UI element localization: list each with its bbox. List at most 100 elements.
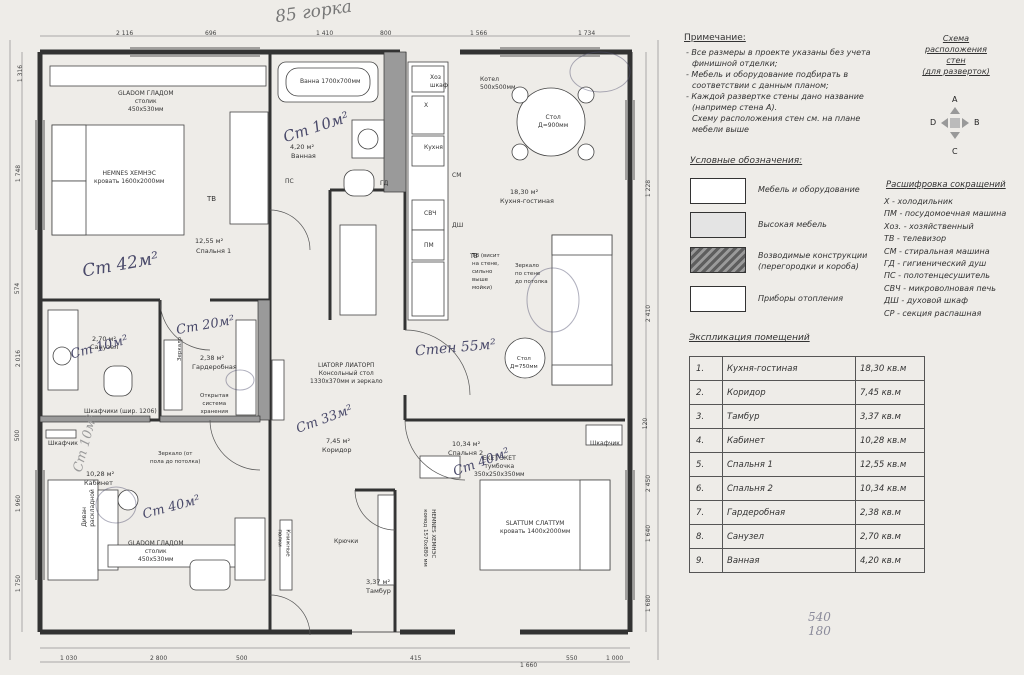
legend-swatch-constructions [690,247,746,273]
dsh-label: ДШ [452,222,464,229]
room-vestibule-name: Тамбур [366,587,391,595]
dim-left-3: 574 [14,282,22,295]
note-line: соответствии с данным планом; [692,81,829,90]
row-num: 5. [689,452,723,477]
sm-label: СМ [452,172,462,179]
compass-c: C [952,147,958,156]
row-num: 4. [689,428,723,453]
room-bedroom1-name: Спальня 1 [196,247,232,255]
room-kitchen-area: 18,30 м² [510,188,539,196]
wc-cabinet-label: Шкафчики (шир. 1206) [84,408,157,415]
legend-label-tall: Высокая мебель [758,220,827,229]
note-line: Схему расположения стен см. на плане [692,114,861,123]
note-line: мебели выше [692,125,749,134]
scheme-line: Схема [942,34,970,43]
dim-bottom-5: 1 660 [520,662,538,669]
room-corridor-area: 7,45 м² [326,437,351,445]
dim-top-3: 1 410 [316,30,334,37]
row-name: Кухня-гостиная [722,356,856,381]
row-area: 2,70 кв.м [855,524,925,549]
notes-list: - Все размеры в проекте указаны без учет… [686,47,901,135]
row-area: 10,28 кв.м [855,428,925,453]
kitchen-label: Кухня [424,144,443,151]
round-table-label: Стол Д=750мм [510,356,538,370]
floor-plan [9,35,659,663]
dim-bottom-3: 500 [236,655,248,662]
legend-title: Условные обозначения: [690,156,803,166]
hemnes-tall-label: HEMNES ХЕМНЭС комод 1570x880 мм [421,509,436,567]
boiler-label: Котел 500x500мм [480,76,516,91]
abbreviations-title: Расшифровка сокращений [886,180,1006,190]
abbr-item: СМ - стиральная машина [884,246,990,256]
room-bath-name: Ванная [291,152,316,160]
abbr-item: ТВ - телевизор [884,234,947,244]
row-name: Коридор [722,380,856,405]
notes-title: Примечание: [684,33,746,43]
dim-top-4: 800 [380,30,392,37]
row-name: Кабинет [722,428,856,453]
scheme-line: (для разверток) [922,67,990,76]
note-line: (например стена А). [692,103,778,112]
furniture [45,61,623,591]
dim-bottom-4: 415 [410,655,422,662]
row-num: 1. [689,356,723,381]
room-bath-area: 4,20 м² [290,143,315,151]
row-area: 7,45 кв.м [855,380,925,405]
row-area: 2,38 кв.м [855,500,925,525]
mirror-label: Зеркало по стене до потолка [515,263,548,285]
svch-label: СВЧ [424,210,437,217]
room-wc-area: 2,70 м² [92,335,117,343]
dim-top-2: 696 [205,30,217,37]
dim-left-7: 1 750 [15,574,23,593]
row-area: 3,37 кв.м [855,404,925,429]
scheme-line: стен [946,56,966,65]
outer-walls [37,49,633,635]
dim-left-4: 2 016 [15,349,23,368]
room-vestibule-area: 3,37 м² [366,578,391,586]
right-cabinet-label: Шкафчик [590,440,620,447]
console-label: LIATORP ЛИАТОРП Консольный стол 1330x370… [310,362,383,385]
dim-bottom-1: 1 030 [60,655,78,662]
legend-label-furniture: Мебель и оборудование [758,185,860,194]
table-label: Стол Д=900мм [538,114,569,129]
bath-label: Ванна 1700x700мм [300,78,361,85]
note-line: - Мебель и оборудование подбирать в [686,70,849,79]
abbr-item: СР - секция распашная [884,308,982,318]
x-label: Х [424,102,429,109]
compass-a: A [952,95,958,104]
dim-right-4: 2 450 [645,474,653,493]
row-name: Санузел [722,524,856,549]
abbr-item: Хоз. - хозяйственный [884,221,974,231]
gladom2-label: GLADOM ГЛАДОМ столик 450x530мм [128,540,184,563]
row-area: 12,55 кв.м [855,452,925,477]
dimension-lines [9,35,659,663]
wall-scheme-title: Схема расположения стен (для разверток) [916,33,996,77]
compass-arrows-icon [941,107,969,139]
room-wardrobe-area: 2,38 м² [200,354,225,362]
canopy-label: Зеркало (от пола до потолка) [150,451,201,465]
room-study-area: 10,28 м² [86,470,115,478]
compass-d: D [930,118,937,127]
rooms-table-title: Экспликация помещений [689,333,810,343]
row-area: 4,20 кв.м [855,548,925,573]
room-wc-name: Санузел [90,343,119,351]
dim-left-2: 1 748 [15,164,23,183]
row-num: 3. [689,404,723,429]
note-line: финишной отделки; [692,59,778,68]
room-corridor-name: Коридор [322,446,352,454]
dim-left-6: 1 960 [15,494,23,513]
dim-right-5: 1 640 [645,524,653,543]
wall-compass-diagram: A B C D [928,95,982,157]
dim-bottom-6: 550 [566,655,578,662]
row-num: 7. [689,500,723,525]
ekket-label: EKET ЭКЕТ тумбочка 350x250x350мм [474,455,525,478]
row-num: 8. [689,524,723,549]
mirror1-label: Зеркало [176,337,183,361]
gladom1-label: GLADOM ГЛАДОМ столик 450x530мм [118,90,174,113]
dim-right-2: 2 410 [645,304,653,323]
dim-left-5: 500 [14,429,22,442]
